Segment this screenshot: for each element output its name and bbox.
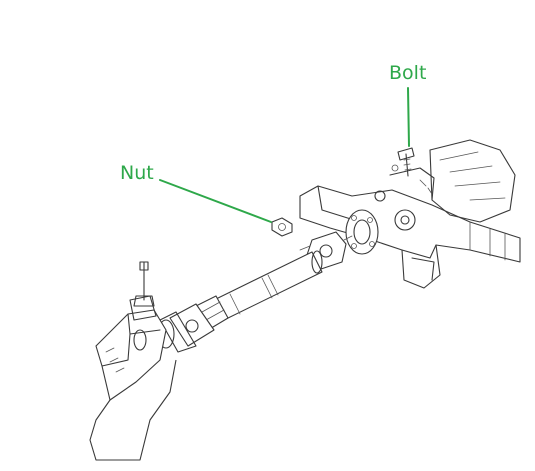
axle-housing	[299, 139, 521, 289]
shift-lever	[133, 261, 155, 307]
transmission-housing	[89, 295, 177, 461]
propeller-shaft	[213, 250, 323, 321]
leader-lines	[159, 87, 410, 223]
pinion-flange	[345, 209, 379, 255]
bolt-label: Bolt	[389, 62, 427, 84]
front-universal-joint	[157, 303, 215, 353]
bolt-leader-line	[407, 87, 410, 147]
nut-part	[271, 217, 293, 237]
bolt-part	[397, 147, 415, 177]
nut-label: Nut	[120, 162, 154, 184]
nut-leader-line	[159, 179, 272, 223]
